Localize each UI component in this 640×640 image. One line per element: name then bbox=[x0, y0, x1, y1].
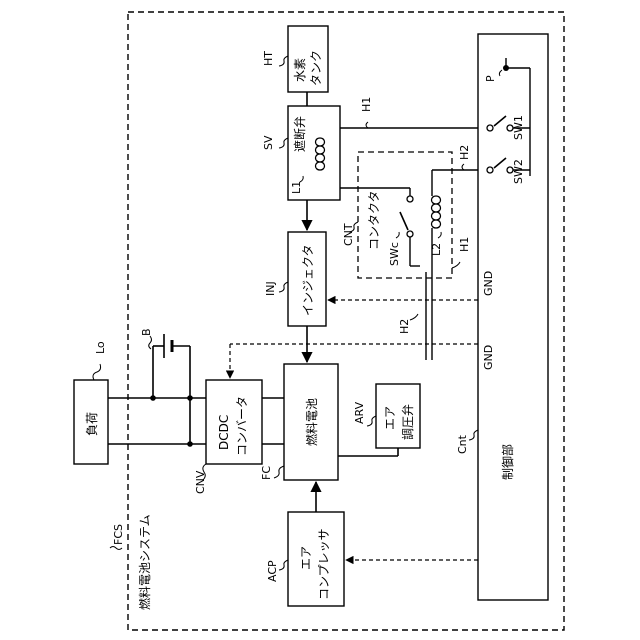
signal-h1-top-squiggle bbox=[366, 122, 368, 128]
controller-label: 制御部 bbox=[500, 444, 515, 480]
controller-ref: Cnt bbox=[456, 434, 469, 454]
air-valve-ref-squiggle bbox=[367, 416, 376, 426]
air-valve-ref: ARV bbox=[353, 401, 366, 424]
tank-ref-squiggle bbox=[279, 56, 288, 66]
battery-ref-squiggle bbox=[149, 336, 152, 349]
l2-coil bbox=[432, 196, 441, 228]
load-ref: Lo bbox=[94, 341, 107, 354]
fuel-cell-ref-squiggle bbox=[274, 466, 284, 478]
fuel-cell-ref: FC bbox=[260, 466, 273, 480]
contactor-switch-label: SWc bbox=[388, 242, 401, 266]
air-valve-line2: 調圧弁 bbox=[400, 404, 415, 440]
air-valve-line1: エア bbox=[383, 406, 397, 430]
signal-gnd-a: GND bbox=[482, 271, 495, 296]
controller-ref-squiggle bbox=[469, 430, 478, 440]
swc-contact bbox=[407, 231, 413, 237]
fuel-cell-label: 燃料電池 bbox=[304, 398, 319, 446]
converter-line1: DCDC bbox=[217, 415, 231, 450]
shutoff-coil-label: L1 bbox=[290, 181, 303, 194]
battery-ref: B bbox=[140, 328, 153, 336]
signal-gnd-b: GND bbox=[482, 345, 495, 370]
compressor-line1: エア bbox=[299, 546, 313, 570]
swc-contact bbox=[407, 196, 413, 202]
shutoff-valve-ref-squiggle bbox=[279, 138, 288, 148]
swc-blade bbox=[400, 212, 408, 230]
compressor-block bbox=[288, 512, 344, 606]
compressor-ref: ACP bbox=[266, 560, 279, 582]
injector-ref: INJ bbox=[264, 281, 277, 296]
signal-h1-top: H1 bbox=[360, 97, 373, 112]
sw1-label: SW1 bbox=[512, 115, 525, 140]
injector-label: インジェクタ bbox=[301, 244, 315, 316]
system-label: 燃料電池システム bbox=[137, 514, 152, 610]
compressor-line2: コンプレッサ bbox=[317, 528, 331, 600]
sw2-contact bbox=[487, 167, 493, 173]
contactor-label: コンタクタ bbox=[367, 190, 381, 250]
shutoff-valve-label: 遮断弁 bbox=[292, 116, 307, 152]
signal-h1-mid: H1 bbox=[458, 237, 471, 252]
load-ref-squiggle bbox=[93, 364, 101, 380]
system-ref-label: FCS bbox=[112, 524, 125, 545]
injector-ref-squiggle bbox=[279, 282, 288, 292]
converter-line2: コンバータ bbox=[235, 396, 249, 456]
sw2-label: SW2 bbox=[512, 159, 525, 184]
tank-line1: 水素 bbox=[293, 58, 307, 82]
sw1-contact bbox=[487, 125, 493, 131]
p-label: P bbox=[484, 75, 497, 82]
signal-h1-mid-squiggle bbox=[452, 262, 460, 268]
contactor-switch-squiggle bbox=[396, 232, 399, 238]
signal-h2-top: H2 bbox=[458, 145, 471, 160]
tank-ref: HT bbox=[262, 51, 275, 66]
signal-h2-mid: H2 bbox=[398, 319, 411, 334]
signal-h2-mid-squiggle bbox=[410, 314, 418, 320]
signal-h2-top-squiggle bbox=[462, 164, 464, 170]
tank-line2: タンク bbox=[309, 50, 323, 86]
shutoff-valve-ref: SV bbox=[262, 135, 275, 150]
compressor-ref-squiggle bbox=[279, 560, 288, 570]
system-ref-squiggle bbox=[110, 547, 122, 550]
converter-block bbox=[206, 380, 262, 464]
contactor-coil-squiggle bbox=[438, 232, 441, 238]
contactor-ref: CNT bbox=[342, 223, 355, 246]
load-label: 負荷 bbox=[85, 412, 99, 436]
